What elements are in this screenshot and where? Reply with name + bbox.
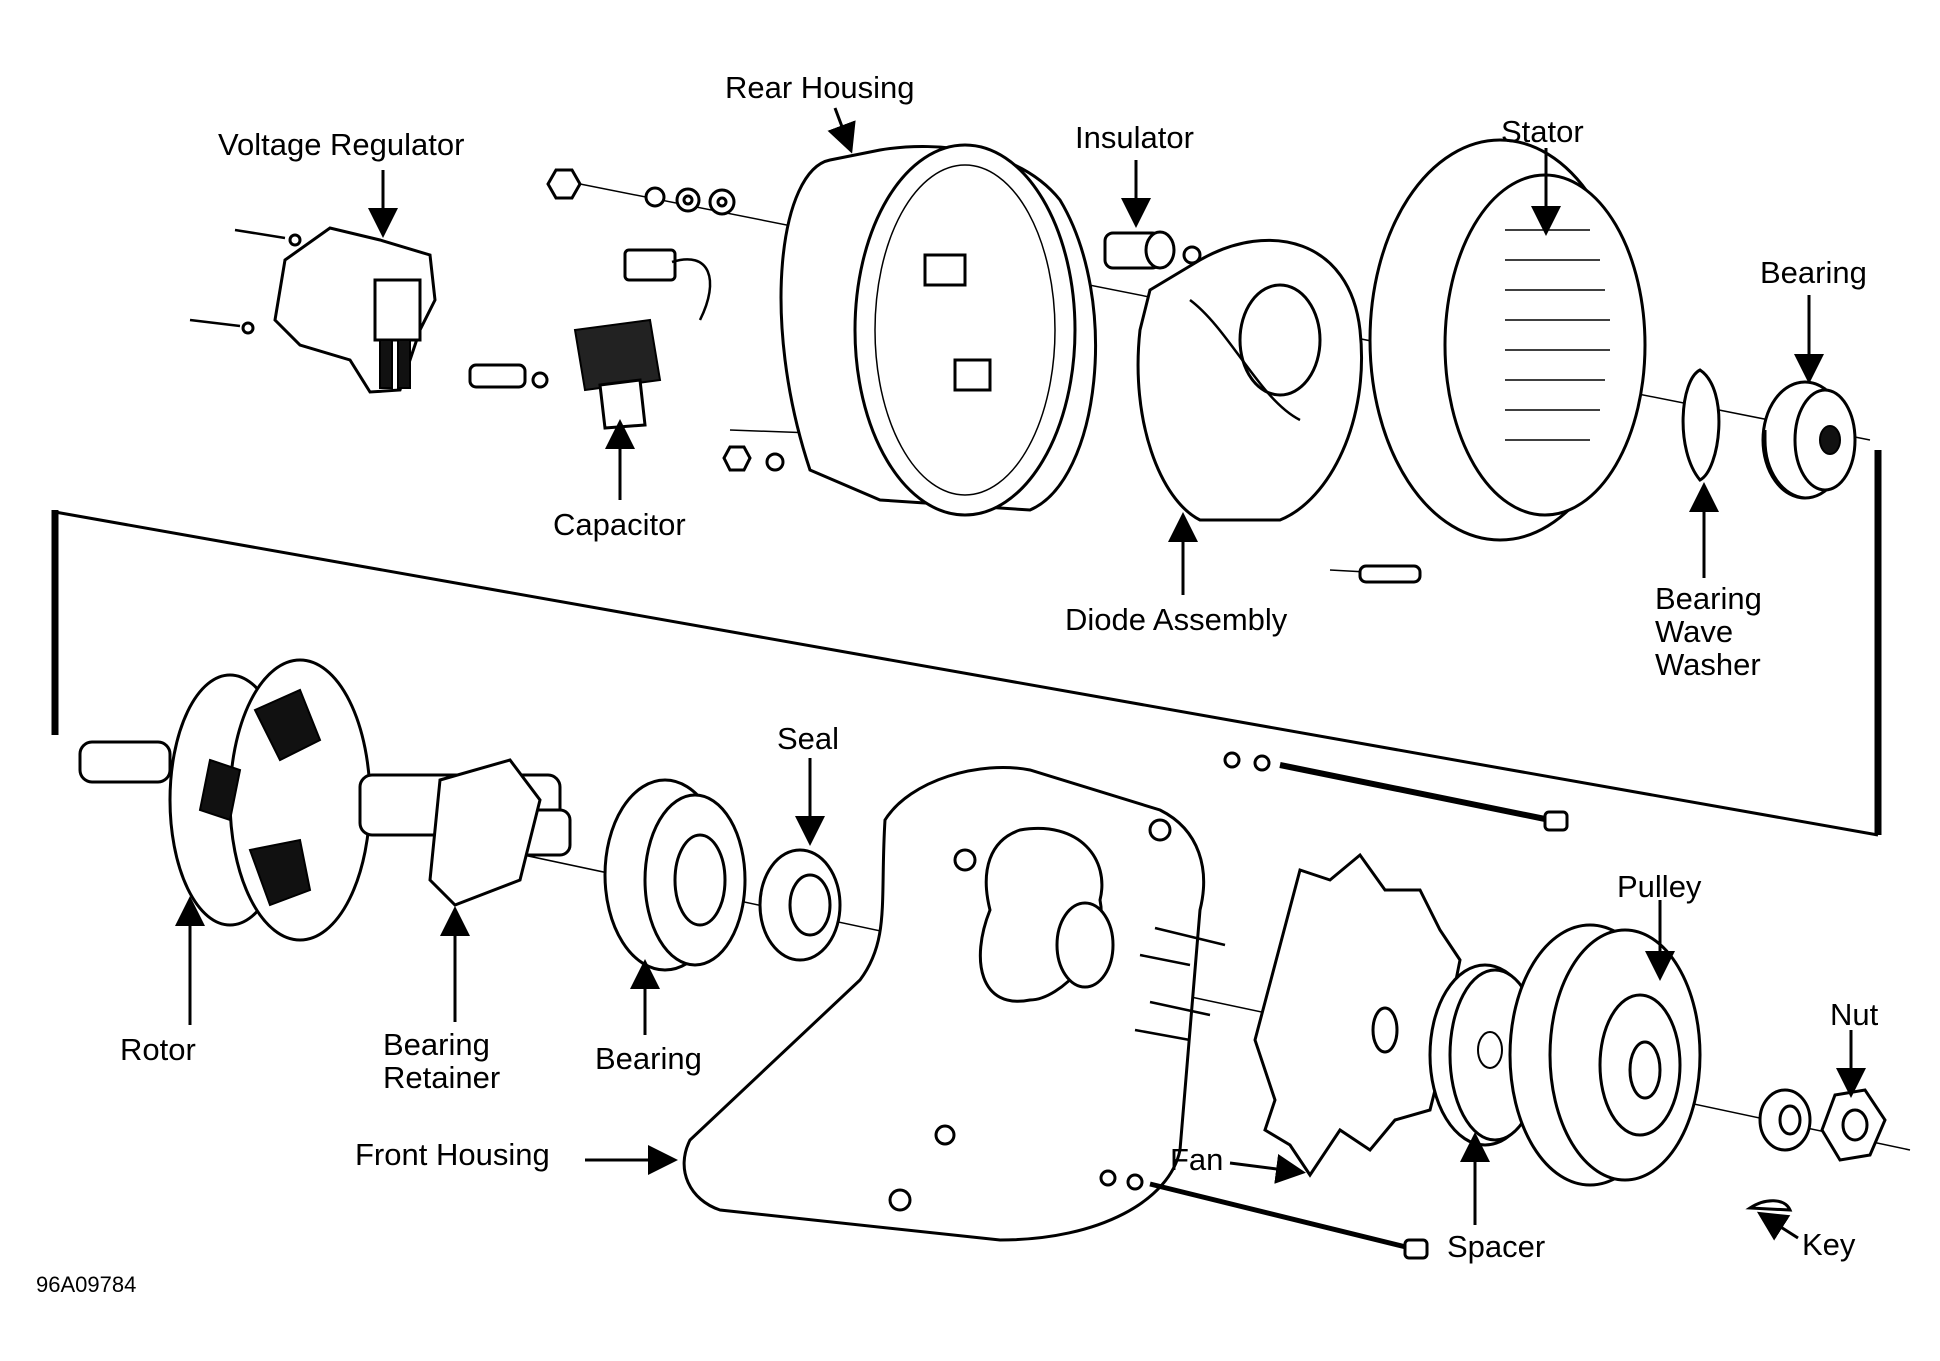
front-housing-part xyxy=(682,766,1206,1242)
label-bearing-top: Bearing xyxy=(1760,255,1867,290)
nut-part xyxy=(1758,1088,1887,1162)
label-stator: Stator xyxy=(1501,114,1584,149)
rear-housing-part xyxy=(779,143,1098,517)
leader-lines xyxy=(175,107,1866,1241)
label-rear-housing: Rear Housing xyxy=(725,70,915,105)
label-voltage-regulator: Voltage Regulator xyxy=(218,127,465,162)
label-seal: Seal xyxy=(777,721,840,756)
pulley-part xyxy=(1508,923,1702,1187)
figure-code: 96A09784 xyxy=(36,1272,137,1297)
rotor-part xyxy=(78,658,572,942)
seal-part xyxy=(758,848,842,962)
label-front-housing: Front Housing xyxy=(355,1137,550,1172)
label-fan: Fan xyxy=(1170,1142,1224,1177)
rear-housing-fasteners xyxy=(546,168,785,472)
bearing-bottom-part xyxy=(603,778,747,972)
label-bearing-wave-washer: Bearing Wave Washer xyxy=(1655,581,1762,682)
label-key: Key xyxy=(1802,1227,1856,1262)
label-diode-assembly: Diode Assembly xyxy=(1065,602,1288,637)
diode-assembly-part xyxy=(1136,238,1422,584)
through-bolts xyxy=(1099,751,1569,1260)
label-bearing-bottom: Bearing xyxy=(595,1041,702,1076)
label-bearing-retainer: Bearing Retainer xyxy=(383,1027,501,1095)
stator-part xyxy=(1368,138,1647,542)
bearing-top-part xyxy=(1761,380,1857,500)
assembly-connector-frame xyxy=(51,450,1882,837)
label-rotor: Rotor xyxy=(120,1032,196,1067)
label-pulley: Pulley xyxy=(1617,869,1702,904)
key-part xyxy=(1745,1199,1793,1212)
label-nut: Nut xyxy=(1830,997,1879,1032)
capacitor-part xyxy=(468,248,712,430)
voltage-regulator-part xyxy=(189,226,437,394)
label-insulator: Insulator xyxy=(1075,120,1194,155)
bearing-wave-washer-part xyxy=(1681,368,1721,482)
insulator-part xyxy=(1103,230,1202,270)
bearing-retainer-part xyxy=(428,758,542,907)
label-capacitor: Capacitor xyxy=(553,507,686,542)
label-spacer: Spacer xyxy=(1447,1229,1546,1264)
